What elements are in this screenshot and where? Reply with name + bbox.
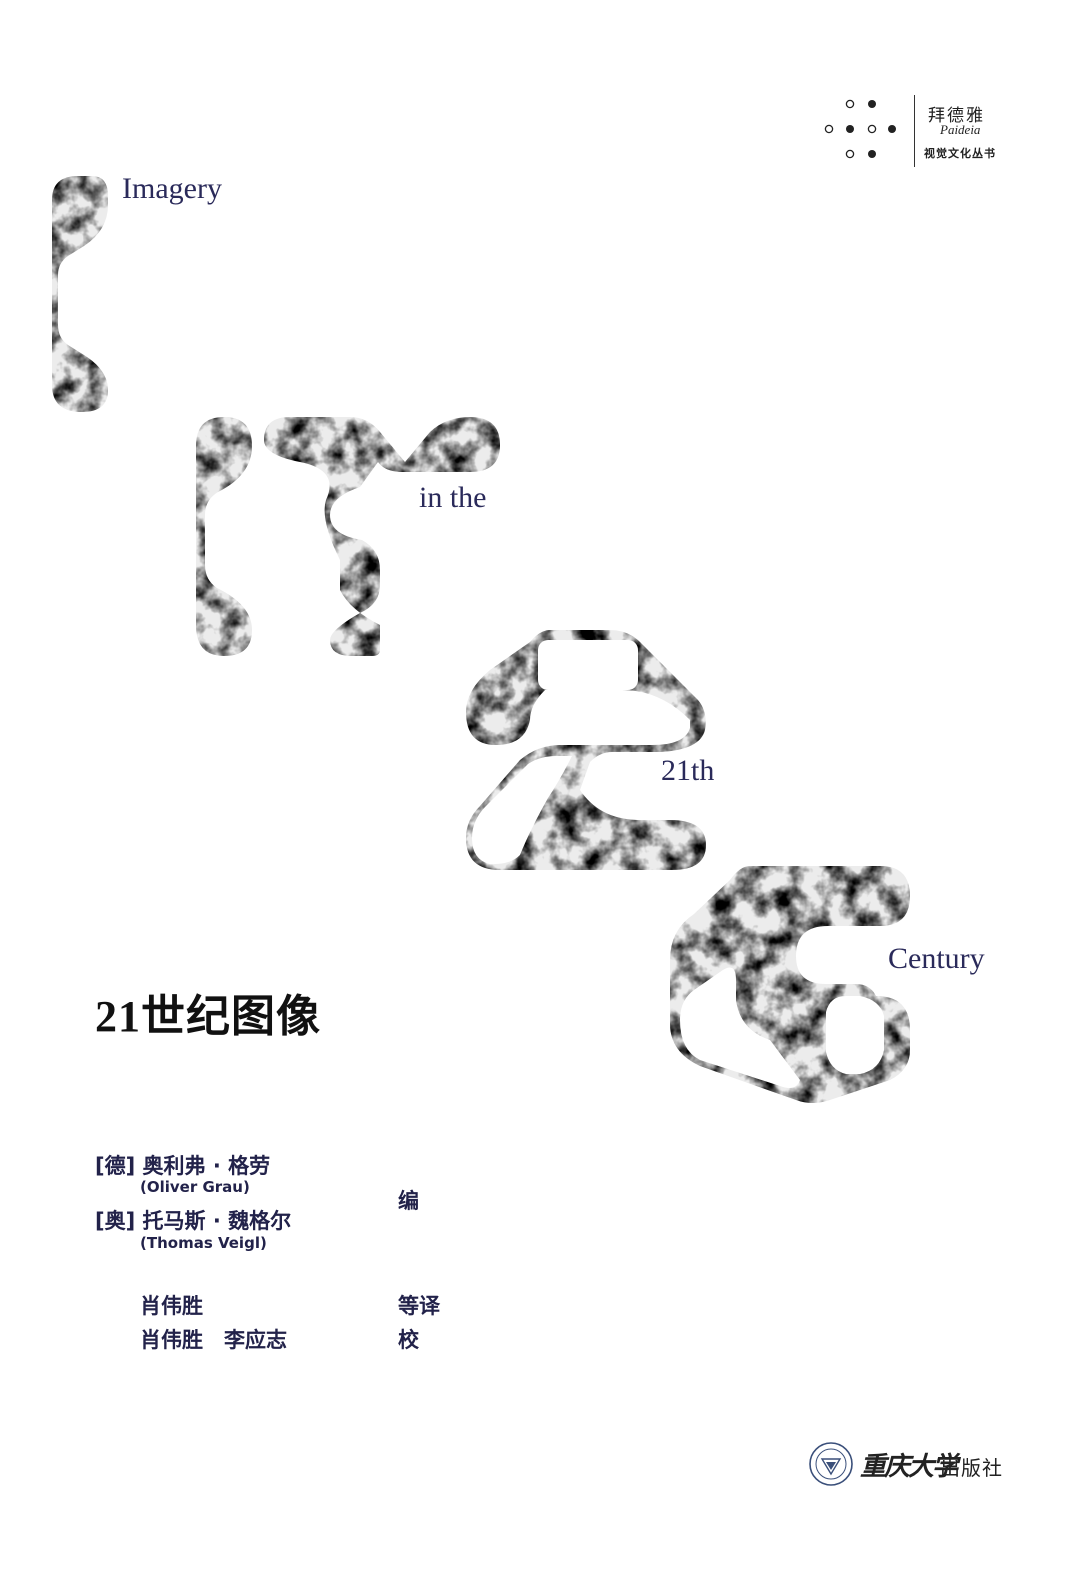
series-divider (914, 95, 915, 167)
author-1-en: (Oliver Grau) (140, 1178, 250, 1196)
letter-c-inner (680, 967, 800, 1088)
number-2-hole-lower (472, 756, 572, 865)
title-word-21th: 21th (661, 754, 715, 787)
series-subtitle: 视觉文化丛书 (924, 147, 996, 160)
publisher-emblem-icon (809, 1442, 853, 1486)
role-editor: 编 (398, 1189, 419, 1213)
publisher-name: 出版社 (940, 1458, 1003, 1480)
publisher-calligraphy: 重庆大学 (860, 1452, 958, 1481)
author-1: [德] 奥利弗 · 格劳 (95, 1154, 271, 1178)
author-2-en: (Thomas Veigl) (140, 1234, 267, 1252)
letter-i-shape (52, 176, 108, 412)
title-word-imagery: Imagery (122, 172, 222, 205)
role-translator: 等译 (398, 1294, 440, 1318)
title-word-in-the: in the (419, 481, 487, 514)
letter-m-left-shape (196, 417, 252, 656)
series-name-cn: 拜德雅 (928, 106, 985, 125)
letter-c-notch (826, 996, 884, 1074)
letter-m-right-shape (264, 417, 500, 656)
book-title-cn: 21世纪图像 (95, 992, 321, 1041)
number-2-hole (538, 640, 638, 690)
series-logo-dots-icon (824, 99, 896, 159)
author-2: [奥] 托马斯 · 魏格尔 (95, 1209, 292, 1233)
reviewers: 肖伟胜 李应志 (140, 1328, 287, 1352)
series-name-en: Paideia (940, 122, 981, 137)
title-word-century: Century (888, 942, 985, 975)
role-reviewer: 校 (398, 1328, 419, 1352)
translator: 肖伟胜 (140, 1294, 203, 1318)
